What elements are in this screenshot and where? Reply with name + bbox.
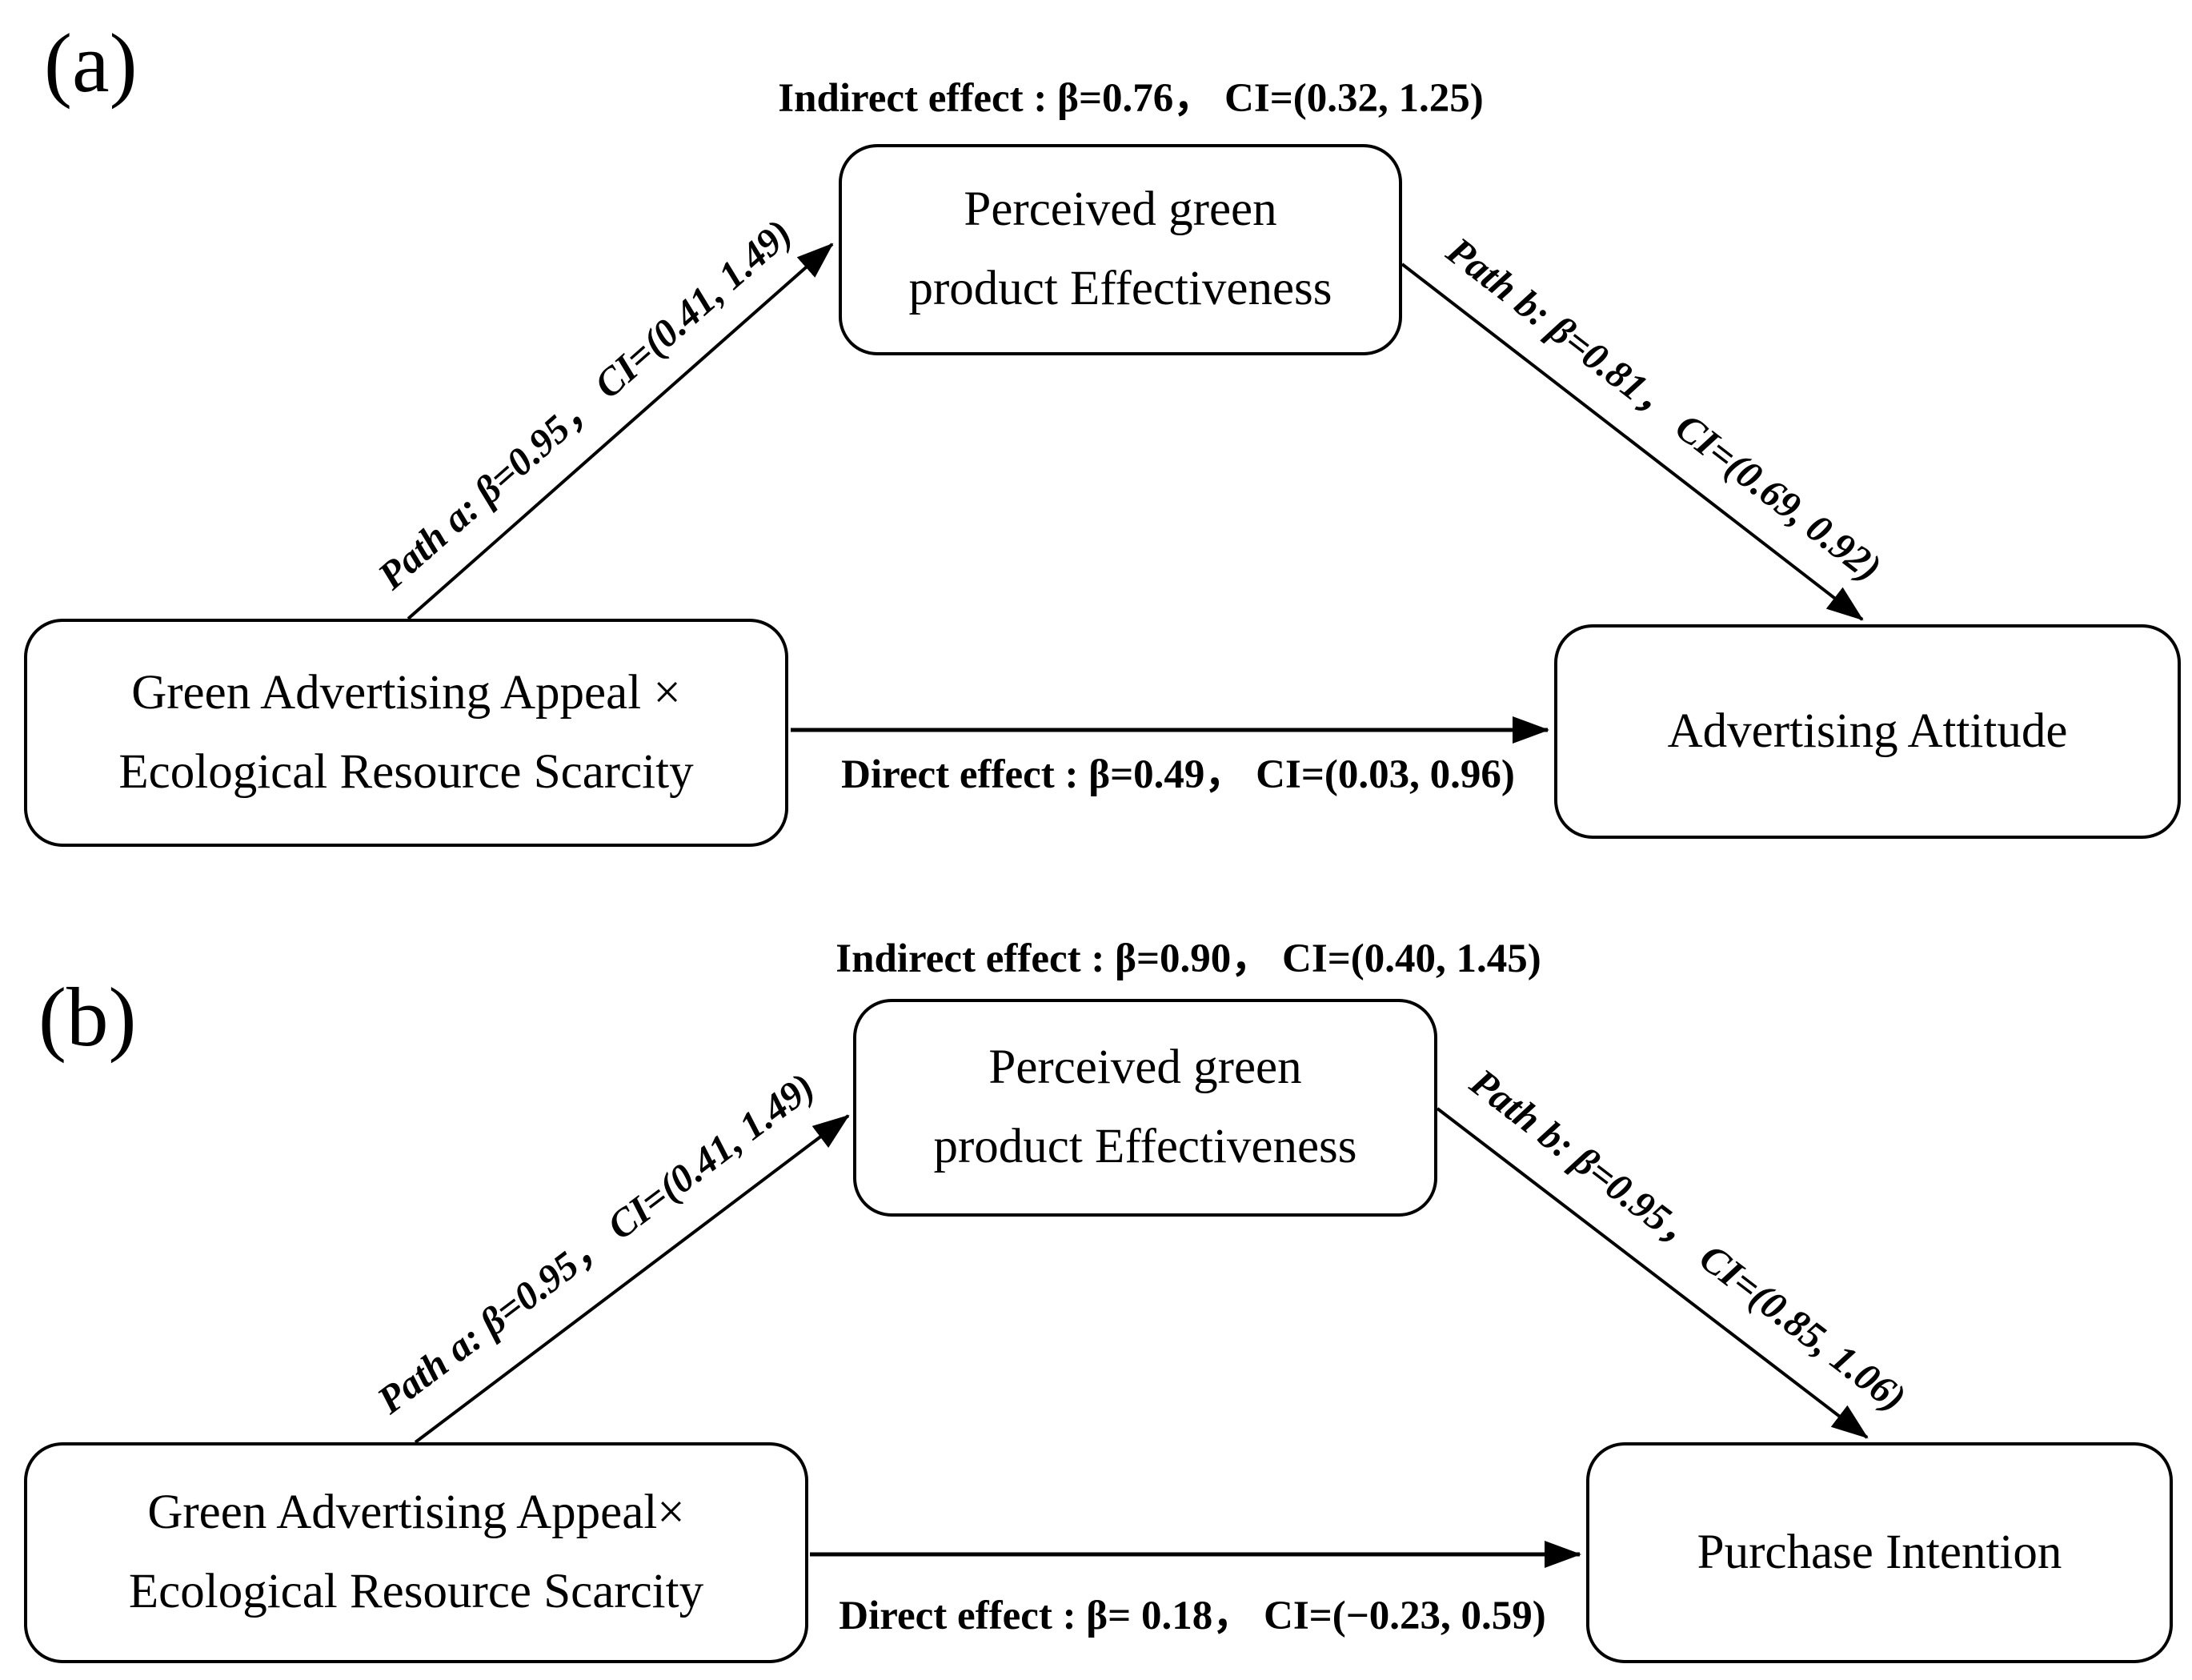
predictor-box-a-line2: Ecological Resource Scarcity bbox=[118, 744, 694, 799]
panel-a-label: (a) bbox=[44, 16, 138, 110]
predictor-box-b-line1: Green Advertising Appeal× bbox=[147, 1486, 685, 1540]
path-a-arrow-b bbox=[414, 1114, 850, 1444]
indirect-effect-label-b: Indirect effect : β=0.90， CI=(0.40, 1.45… bbox=[836, 936, 1541, 981]
panel-b-label: (b) bbox=[38, 970, 137, 1064]
outcome-box-a-label: Advertising Attitude bbox=[1667, 704, 2068, 758]
direct-effect-label-a: Direct effect : β=0.49， CI=(0.03, 0.96) bbox=[841, 752, 1515, 797]
outcome-box-b-label: Purchase Intention bbox=[1697, 1525, 2062, 1579]
mediator-box-b-line2: product Effectiveness bbox=[933, 1120, 1357, 1173]
outcome-box-a: Advertising Attitude bbox=[1554, 624, 2181, 839]
mediator-box-b: Perceived green product Effectiveness bbox=[853, 999, 1437, 1217]
outcome-box-b: Purchase Intention bbox=[1586, 1442, 2173, 1663]
predictor-box-a: Green Advertising Appeal × Ecological Re… bbox=[24, 619, 788, 847]
mediator-box-a-line1: Perceived green bbox=[964, 182, 1277, 237]
mediator-box-a-line2: product Effectiveness bbox=[908, 262, 1332, 315]
path-b-arrow-b bbox=[1436, 1107, 1869, 1439]
predictor-box-b: Green Advertising Appeal× Ecological Res… bbox=[24, 1442, 808, 1663]
predictor-box-a-line1: Green Advertising Appeal × bbox=[131, 665, 681, 720]
direct-effect-label-b: Direct effect : β= 0.18， CI=(−0.23, 0.59… bbox=[839, 1594, 1546, 1638]
mediator-box-b-line1: Perceived green bbox=[988, 1040, 1302, 1095]
mediator-box-a: Perceived green product Effectiveness bbox=[839, 144, 1402, 355]
path-a-arrow-a bbox=[407, 243, 834, 620]
path-b-arrow-a bbox=[1401, 263, 1864, 621]
indirect-effect-label-a: Indirect effect : β=0.76， CI=(0.32, 1.25… bbox=[778, 76, 1484, 121]
predictor-box-b-line2: Ecological Resource Scarcity bbox=[128, 1565, 704, 1618]
